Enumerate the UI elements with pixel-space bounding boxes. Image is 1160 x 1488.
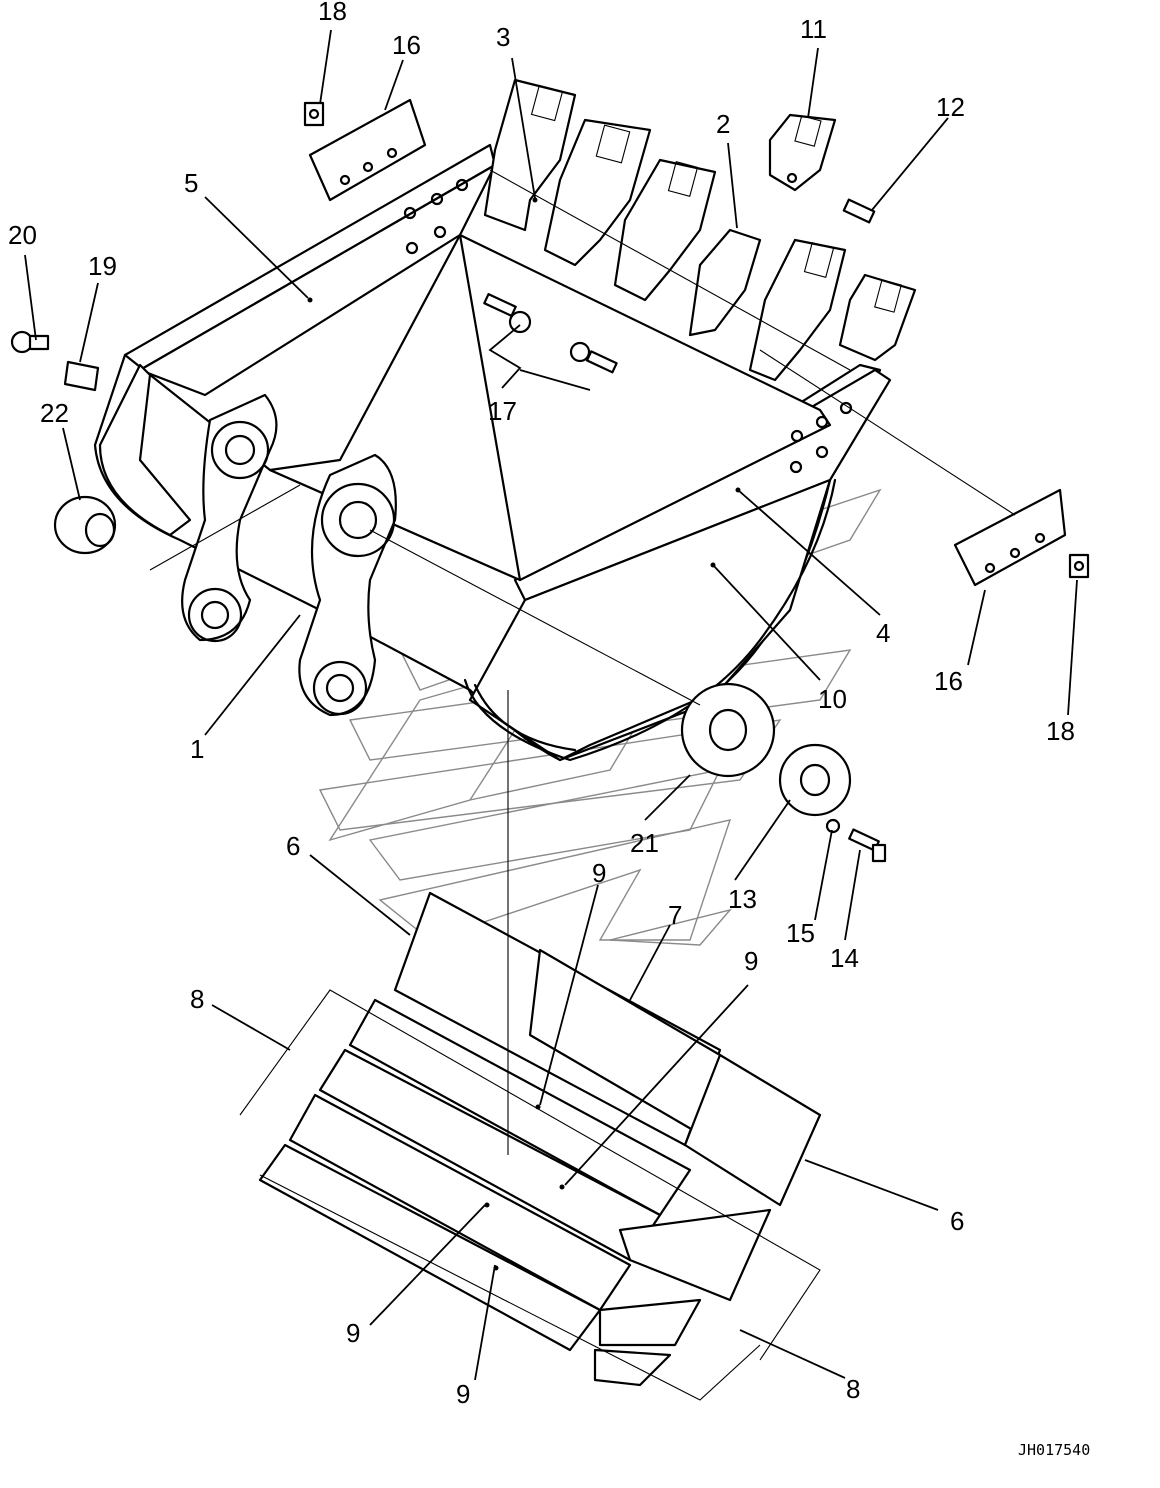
callout-8: 8 xyxy=(846,1374,860,1404)
callout-9: 9 xyxy=(592,858,606,888)
tooth xyxy=(613,158,717,302)
callout-10: 10 xyxy=(818,684,847,714)
boss-13 xyxy=(778,743,852,817)
tooth-pin xyxy=(842,198,876,224)
tooth xyxy=(483,78,577,232)
tooth xyxy=(543,118,652,267)
shim-21 xyxy=(680,682,776,778)
wear-plate-assembly xyxy=(239,891,822,1401)
callout-11: 11 xyxy=(800,14,827,44)
callout-18: 18 xyxy=(1046,716,1075,746)
callout-21: 21 xyxy=(630,828,659,858)
callout-1: 1 xyxy=(190,734,204,764)
nut-upper xyxy=(303,101,325,127)
callout-6: 6 xyxy=(950,1206,964,1236)
callout-20: 20 xyxy=(8,220,37,250)
bolt-17a xyxy=(483,293,532,334)
callout-16: 16 xyxy=(392,30,421,60)
bushing-22 xyxy=(53,495,117,555)
callout-2: 2 xyxy=(716,109,730,139)
callout-labels: 18 16 3 11 12 2 5 20 19 22 17 4 10 16 18… xyxy=(8,0,1075,1409)
callout-22: 22 xyxy=(40,398,69,428)
callout-17: 17 xyxy=(488,396,517,426)
tooth xyxy=(748,238,847,382)
side-cutter-lower xyxy=(953,488,1067,587)
callout-9: 9 xyxy=(346,1318,360,1348)
bolt-17b xyxy=(569,341,618,374)
callout-9: 9 xyxy=(456,1379,470,1409)
callout-7: 7 xyxy=(668,900,682,930)
washer-15 xyxy=(825,818,841,834)
callout-15: 15 xyxy=(786,918,815,948)
pin-20 xyxy=(10,330,50,354)
callout-13: 13 xyxy=(728,884,757,914)
tooth-set xyxy=(483,78,917,382)
callout-19: 19 xyxy=(88,251,117,281)
callout-9: 9 xyxy=(744,946,758,976)
side-cutter-upper xyxy=(308,98,427,202)
mounting-bracket-left xyxy=(181,393,278,643)
drawing-code: JH017540 xyxy=(1018,1441,1090,1459)
shim-19 xyxy=(63,360,100,392)
spare-tooth xyxy=(768,113,837,192)
callout-12: 12 xyxy=(936,92,965,122)
reference-dots xyxy=(307,197,741,1271)
bolt-14 xyxy=(848,828,887,863)
callout-18: 18 xyxy=(318,0,347,26)
callout-3: 3 xyxy=(496,22,510,52)
tooth xyxy=(838,273,917,362)
nut-lower xyxy=(1068,553,1090,579)
callout-16: 16 xyxy=(934,666,963,696)
mounting-bracket-right xyxy=(298,453,397,717)
callout-8: 8 xyxy=(190,984,204,1014)
leader-lines xyxy=(24,29,1078,1381)
callout-4: 4 xyxy=(876,618,890,648)
callout-14: 14 xyxy=(830,943,859,973)
callout-6: 6 xyxy=(286,831,300,861)
callout-5: 5 xyxy=(184,168,198,198)
tooth xyxy=(688,228,762,337)
bucket-body xyxy=(93,143,892,762)
